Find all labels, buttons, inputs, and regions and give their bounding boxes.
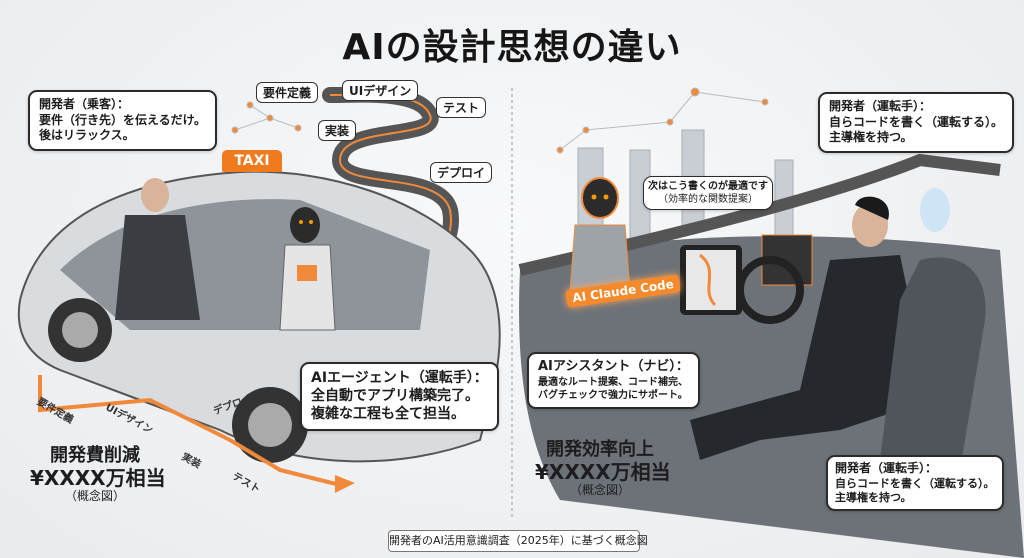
ai-suggestion-bubble: 次はこう書くのが最適です （効率的な関数提案） xyxy=(643,176,773,210)
summary-heading: 開発効率向上 xyxy=(546,439,654,460)
callout-line: AIアシスタント（ナビ）： xyxy=(538,359,689,374)
callout-line: 主導権を持つ。 xyxy=(829,130,913,145)
passenger-callout: 開発者（乗客）： 要件（行き先）を伝えるだけ。 後はリラックス。 xyxy=(28,90,218,151)
summary-note: （概念図） xyxy=(569,482,630,497)
summary-heading: 開発費削減 xyxy=(50,445,140,466)
callout-line: 最適なルート提案、コード補完、 xyxy=(538,376,688,388)
summary-value: ¥XXXX万相当 xyxy=(535,459,671,484)
callout-line: バグチェックで強力にサポート。 xyxy=(538,389,688,401)
network-graph-right xyxy=(556,87,769,154)
callout-line: 要件（行き先）を伝えるだけ。 xyxy=(39,112,207,127)
callout-line: AIエージェント（運転手）： xyxy=(311,370,488,386)
cost-summary: 開発費削減 ¥XXXX万相当 （概念図） xyxy=(30,445,166,503)
assistant-callout: AIアシスタント（ナビ）： 最適なルート提案、コード補完、 バグチェックで強力に… xyxy=(527,352,700,409)
callout-line: 開発者（運転手）： xyxy=(829,99,932,113)
callout-line: 複雑な工程も全て担当。 xyxy=(311,406,465,423)
callout-line: 全自動でアプリ構築完了。 xyxy=(311,388,479,405)
agent-callout: AIエージェント（運転手）： 全自動でアプリ構築完了。 複雑な工程も全て担当。 xyxy=(300,362,499,431)
summary-value: ¥XXXX万相当 xyxy=(30,465,166,490)
callout-line: 次はこう書くのが最適です xyxy=(648,181,768,192)
network-graph-left xyxy=(231,101,302,134)
callout-line: 自らコードを書く（運転する）。 xyxy=(829,114,1004,129)
road-tag-deploy: デプロイ xyxy=(430,162,493,183)
callout-line: 開発者（運転手）： xyxy=(835,461,938,475)
driver-callout-top: 開発者（運転手）： 自らコードを書く（運転する）。 主導権を持つ。 xyxy=(818,92,1015,153)
efficiency-summary: 開発効率向上 ¥XXXX万相当 （概念図） xyxy=(535,439,671,497)
callout-line: 自らコードを書く（運転する）。 xyxy=(835,476,995,490)
callout-line: 主導権を持つ。 xyxy=(835,490,912,504)
process-arrow xyxy=(38,375,341,487)
source-note: 開発者のAI活用意識調査（2025年）に基づく概念図 xyxy=(388,530,648,552)
callout-line: 開発者（乗客）： xyxy=(39,97,130,111)
road-tag-requirements: 要件定義 xyxy=(256,82,319,103)
road-tag-test: テスト xyxy=(436,97,487,118)
taxi-sign: TAXI xyxy=(222,150,282,172)
summary-note: （概念図） xyxy=(64,488,125,503)
driver-callout-bottom: 開発者（運転手）： 自らコードを書く（運転する）。 主導権を持つ。 xyxy=(826,455,1004,512)
road-tag-implementation: 実装 xyxy=(318,120,357,141)
road-tag-ui-design: UIデザイン xyxy=(342,80,419,101)
page-title: AIの設計思想の違い xyxy=(342,27,682,68)
callout-line: 後はリラックス。 xyxy=(39,128,135,143)
callout-line: （効率的な関数提案） xyxy=(658,194,758,205)
